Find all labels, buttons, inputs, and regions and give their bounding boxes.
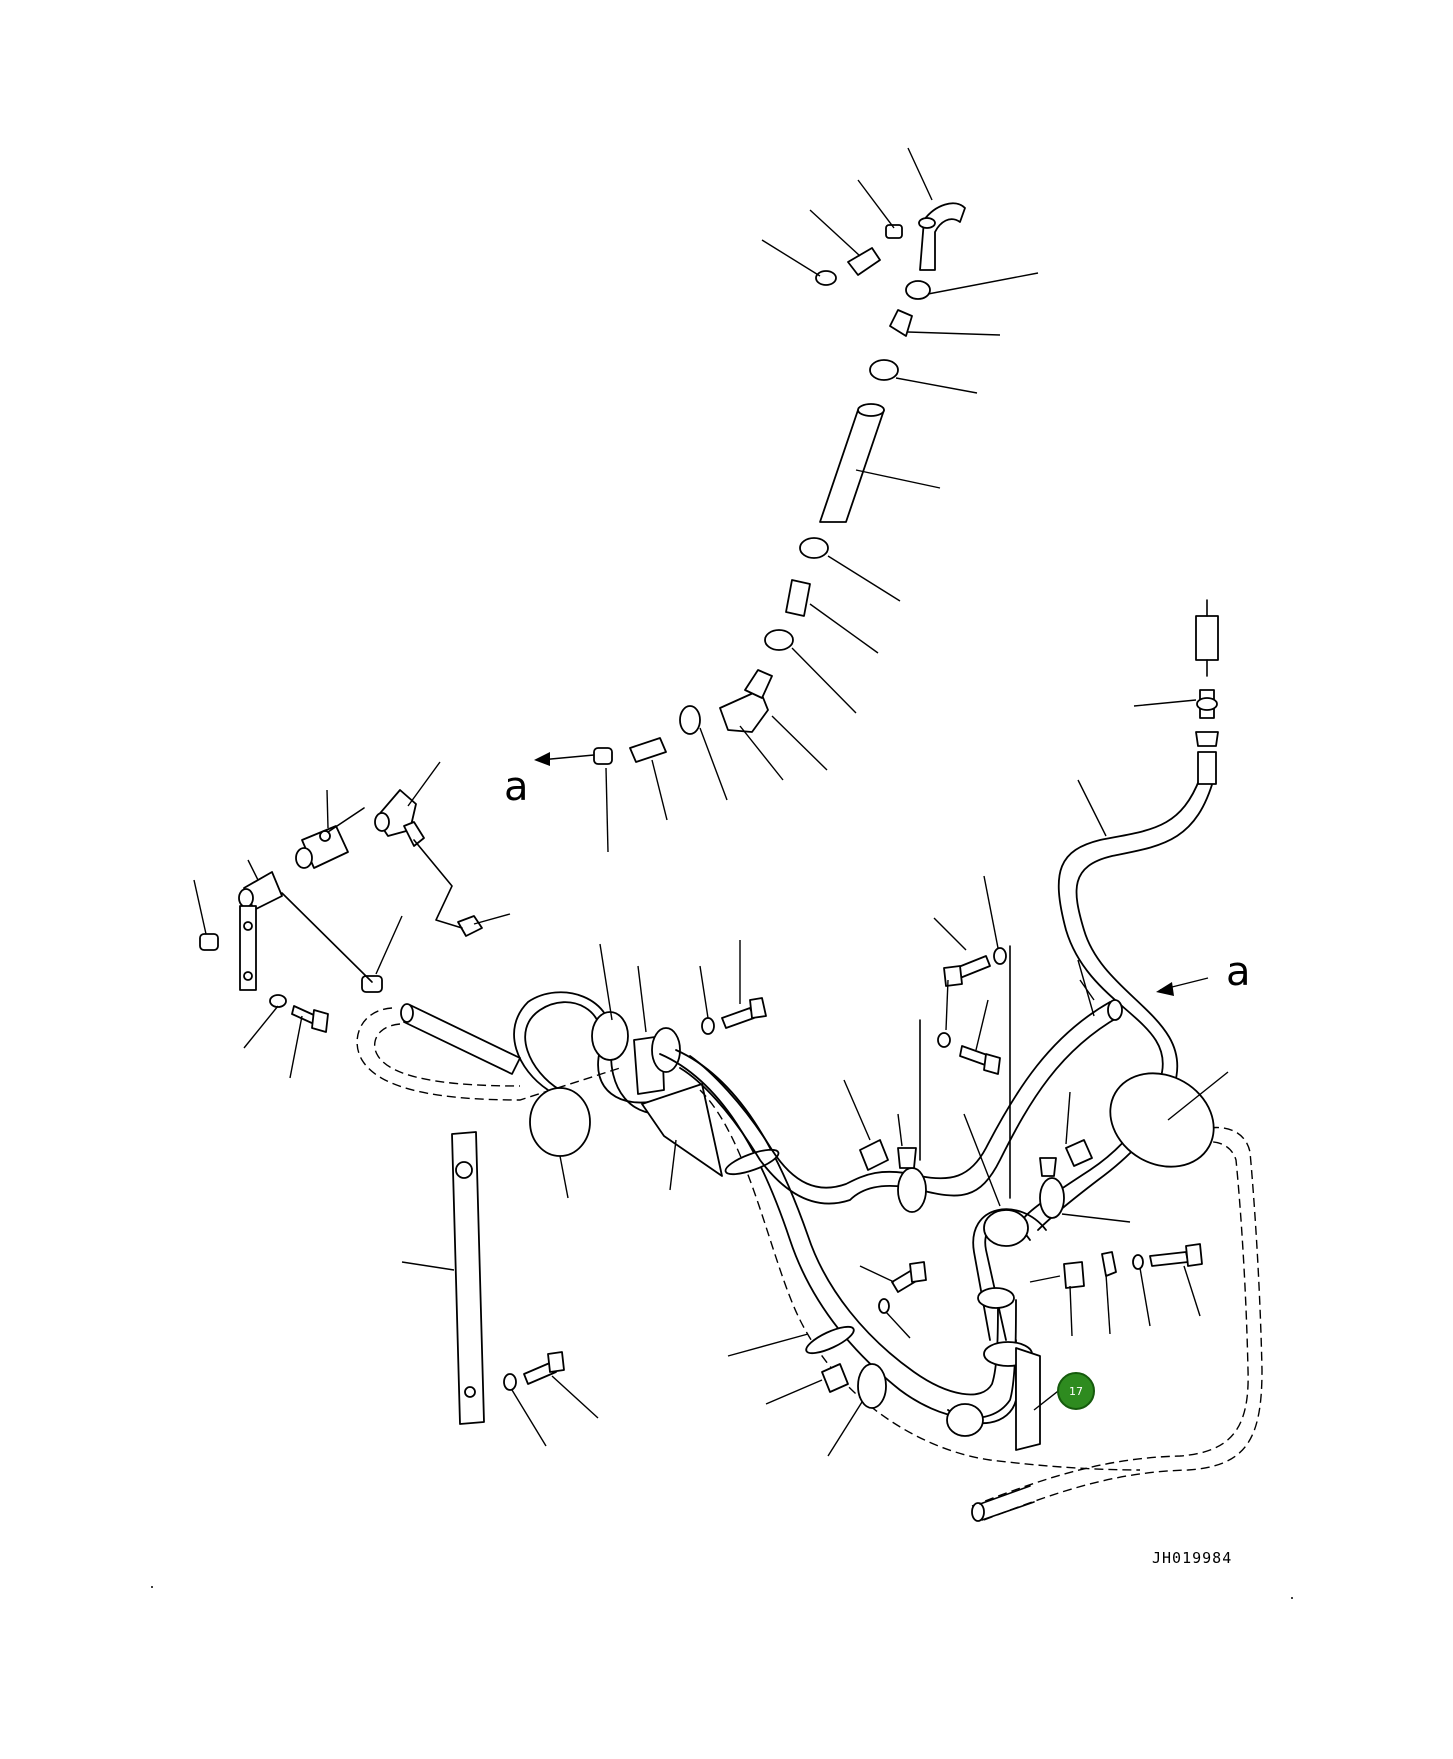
heat-shield [1015,1347,1041,1451]
spacer [1063,1261,1085,1289]
clip [897,1147,917,1169]
hose-clamp [946,1403,984,1437]
left-hose [403,1004,521,1075]
hose-clamp [799,537,829,559]
straight-hose [819,409,885,523]
reference-arrow-left: a [504,752,595,810]
hose-clamp [897,1167,927,1213]
reference-letter-right: a [1226,949,1251,995]
valve-assembly [199,789,483,1033]
hose-clamp [1195,731,1219,747]
right-leader-lines [843,699,1229,1337]
callout-17[interactable]: 17 [1057,1372,1095,1410]
nut [457,915,483,937]
washer [878,1298,890,1314]
hose-clamp [977,1287,1015,1309]
clip [1039,1157,1057,1177]
center-fasteners [559,940,767,1199]
hose-clamp [199,933,219,951]
hose-clamp [983,1209,1029,1247]
washer [937,1032,951,1048]
hose-bracket [821,1363,849,1393]
washer [701,1017,715,1035]
hose-clamp [805,1325,855,1355]
hose-fitting [1197,751,1217,785]
spacer [859,1139,889,1171]
connector-fitting [847,247,881,276]
heater-hose-routing [356,991,1263,1522]
bolt [721,1007,755,1029]
reference-letter-left: a [504,764,529,810]
nipple [629,737,667,763]
support-bar [451,1131,485,1425]
reference-arrow-right: a [1156,949,1251,996]
hose-clamp [869,359,899,381]
valve-leader-lines [193,761,511,1079]
hose-clamp [1109,1072,1215,1168]
spacer [1065,1139,1093,1167]
drawing-code: JH019984 [1152,1549,1232,1567]
upper-leader-lines [605,147,1039,853]
hose-clamp [724,1148,780,1176]
hose-clamp [529,1087,591,1157]
main-hose-lower [659,1053,1017,1420]
bolt [1149,1251,1189,1267]
valve-fitting [1195,615,1219,661]
heat-shield [641,1083,723,1177]
hose-end [971,1502,985,1522]
hose-clamp [905,280,931,300]
nipple [785,579,811,617]
washer [1132,1254,1144,1270]
nipple [889,309,913,337]
hose-clamp [885,224,903,239]
washer [503,1373,517,1391]
washer [993,947,1007,965]
hose-clamp [679,705,701,735]
hose-clamp [1039,1177,1065,1219]
hose-clamp [361,975,383,993]
o-ring [815,270,837,286]
middle-hose [679,1015,1121,1205]
phantom-hose [356,1007,621,1101]
hose-clamp [593,747,613,765]
callout-17-badge[interactable] [1057,1372,1095,1410]
elbow-hose [919,202,966,271]
hose-clamp [764,629,794,651]
hose-clamp [857,1363,887,1409]
clip [1101,1251,1117,1277]
right-hose-assembly [679,599,1219,1341]
hose-clamp [591,1011,629,1061]
hose-loop-left [524,1001,661,1104]
support-bar-assembly [401,1131,599,1447]
washer [269,994,287,1008]
upper-hose-assembly [593,202,966,765]
callout-17-number: 17 [1069,1385,1083,1398]
